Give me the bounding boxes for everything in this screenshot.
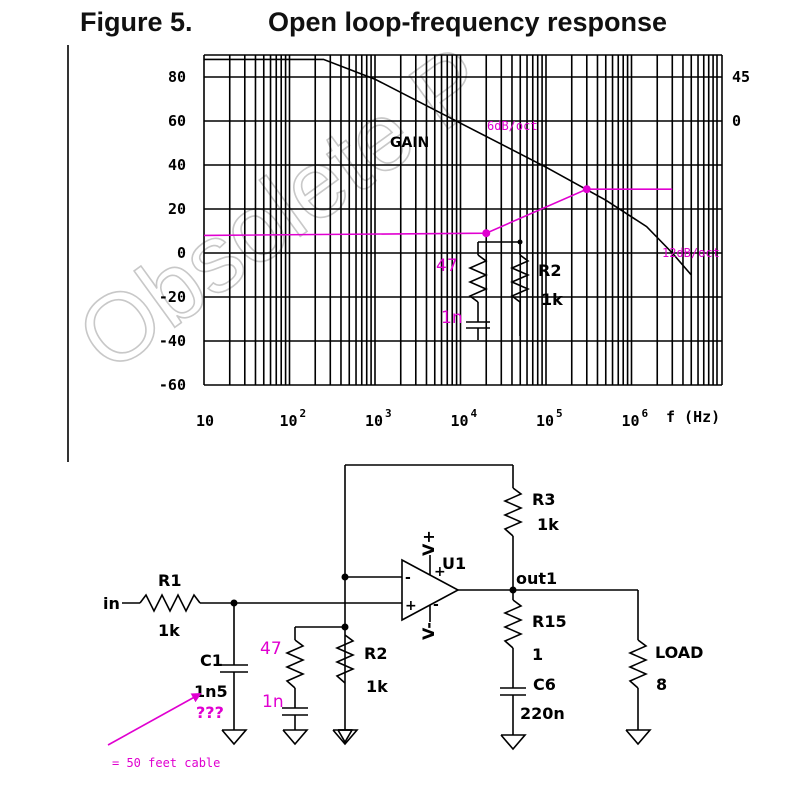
x-tick-label: 10 <box>622 412 640 430</box>
x-tick-exponent: 2 <box>300 407 307 420</box>
cable-note: = 50 feet cable <box>112 756 220 770</box>
y-tick-label: 20 <box>168 200 186 218</box>
ground-c6 <box>500 734 527 751</box>
load-value: 8 <box>656 675 667 694</box>
resistor-r3 <box>503 487 523 537</box>
inset-r2-value: 1k <box>541 290 563 309</box>
r1-name: R1 <box>158 571 181 590</box>
x-tick-label: 10 <box>536 412 554 430</box>
x-tick-label: 10 <box>451 412 469 430</box>
slope-6db-label: 6dB/oct <box>487 119 538 133</box>
c1-note: ??? <box>196 703 224 722</box>
c6-name: C6 <box>533 675 556 694</box>
figure-number: Figure 5. <box>80 7 193 37</box>
figure-title: Open loop-frequency response <box>268 7 667 37</box>
r1-value: 1k <box>158 621 180 640</box>
load-name: LOAD <box>655 643 703 662</box>
r15-name: R15 <box>532 612 567 631</box>
y-tick-label: 0 <box>177 244 186 262</box>
inset-r2-name: R2 <box>538 261 561 280</box>
x-tick-exponent: 4 <box>471 407 478 420</box>
x-tick-label: 10 <box>365 412 383 430</box>
x-tick-label: 10 <box>196 412 214 430</box>
opamp-minus: - <box>405 570 411 586</box>
x-tick-exponent: 3 <box>385 407 392 420</box>
r3-value: 1k <box>537 515 559 534</box>
c1-name: C1 <box>200 651 223 670</box>
opamp-name: U1 <box>442 554 466 573</box>
magenta-curve <box>203 188 673 237</box>
schematic: in R1 1k C1 1n5 ??? = 50 feet cable R3 1… <box>103 464 703 770</box>
inset-resistor-47 <box>468 254 488 303</box>
c6-value: 220n <box>520 704 565 723</box>
y-tick-label: 40 <box>168 156 186 174</box>
magenta-breakpoint <box>482 229 491 238</box>
opamp-vminus-pin: - <box>433 597 439 613</box>
y-tick-label-right: 0 <box>732 112 741 130</box>
ground-comp <box>282 729 309 746</box>
opamp-vminus: V- <box>419 622 438 640</box>
opamp-vplus: V+ <box>419 530 438 556</box>
opamp-vplus-pin: + <box>434 564 446 580</box>
opamp-plus: + <box>405 598 417 614</box>
x-tick-label: 10 <box>280 412 298 430</box>
y-tick-label: 60 <box>168 112 186 130</box>
x-tick-exponent: 6 <box>642 407 649 420</box>
x-axis-label: f (Hz) <box>666 408 720 426</box>
ground-load <box>625 729 652 746</box>
output-label: out1 <box>516 569 557 588</box>
ground-r2 <box>337 729 354 744</box>
chart-grid <box>203 54 723 386</box>
gain-label: GAIN <box>390 135 429 151</box>
resistor-r15 <box>503 599 523 649</box>
comp-c-value: 1n <box>262 692 284 712</box>
inset-r-left: 47 <box>436 256 458 276</box>
inset-resistor-r2 <box>510 254 530 303</box>
magenta-curve-points <box>482 185 591 238</box>
resistor-r2 <box>335 634 355 684</box>
magenta-breakpoint <box>582 185 591 194</box>
gain-curve <box>204 58 692 276</box>
input-label: in <box>103 594 120 613</box>
y-axis-right: 45 0 <box>732 68 750 130</box>
comp-r-value: 47 <box>260 639 282 659</box>
y-tick-label: 80 <box>168 68 186 86</box>
y-tick-label: -20 <box>159 288 186 306</box>
cable-arrow <box>107 693 202 746</box>
chart-inset-network: 47 1n R2 1k <box>436 239 563 340</box>
y-tick-label: -60 <box>159 376 186 394</box>
ground-c1 <box>221 729 248 746</box>
resistor-r1 <box>139 593 201 613</box>
c1-value: 1n5 <box>194 682 228 701</box>
y-axis-left: 80 60 40 20 0 -20 -40 -60 <box>159 68 186 394</box>
r15-value: 1 <box>532 645 543 664</box>
r3-name: R3 <box>532 490 555 509</box>
slope-12db-label: 12dB/oct <box>662 246 720 260</box>
y-tick-label: -40 <box>159 332 186 350</box>
resistor-load <box>628 639 648 689</box>
r2-name: R2 <box>364 644 387 663</box>
inset-c-left: 1n <box>441 308 463 328</box>
resistor-47 <box>285 639 305 689</box>
r2-value: 1k <box>366 677 388 696</box>
x-tick-exponent: 5 <box>556 407 563 420</box>
y-tick-label-right: 45 <box>732 68 750 86</box>
